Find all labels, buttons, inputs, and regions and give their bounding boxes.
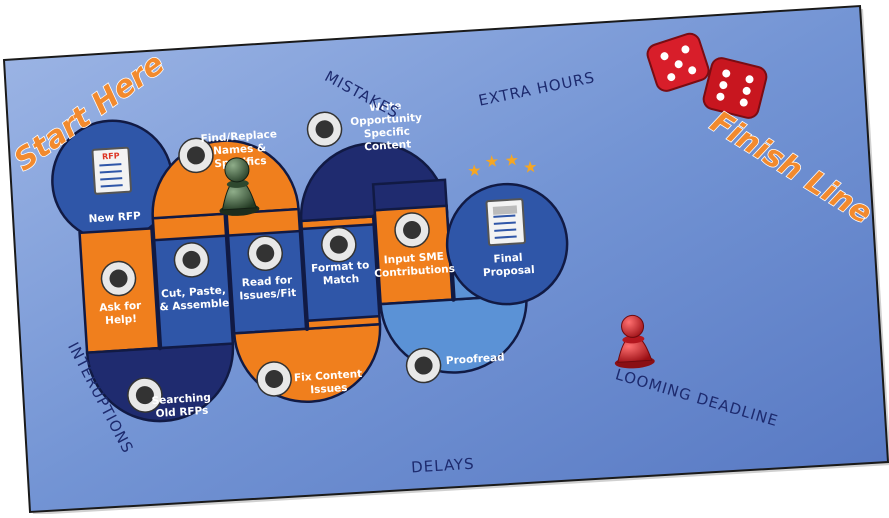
step-label: Format to	[311, 259, 370, 275]
step-label: Old RFPs	[155, 405, 208, 420]
step-label: Match	[323, 273, 360, 287]
inbox-download-icon	[394, 212, 430, 248]
step-label: Write	[369, 100, 402, 114]
step-label: Proofread	[446, 351, 505, 367]
star-icon: ★	[467, 161, 483, 181]
question-person-icon	[100, 260, 137, 297]
step-label: Proposal	[483, 264, 535, 279]
document-search-icon	[127, 377, 163, 413]
step-label: Final	[493, 252, 523, 266]
step-label: New RFP	[88, 210, 141, 225]
step-label: Searching	[151, 391, 211, 407]
step-label: Input SME	[383, 251, 444, 267]
step-label: Specific	[364, 125, 411, 140]
obstacle-delays: DELAYS	[411, 455, 476, 477]
green-pawn	[219, 157, 260, 216]
step-label: Ask for	[99, 300, 142, 315]
writing-hand-icon	[306, 111, 343, 148]
rfp-document-icon: RFP	[91, 146, 132, 195]
space-format	[300, 223, 381, 323]
step-label: Issues/Fit	[239, 287, 297, 303]
dice-icon	[646, 32, 768, 119]
star-icon: ★	[523, 157, 539, 177]
scissors-icon	[173, 242, 210, 278]
step-label: Content	[364, 138, 412, 153]
step-label: Cut, Paste,	[161, 284, 226, 300]
paintbrush-icon	[321, 226, 357, 263]
step-icons: RFP★★★★	[91, 111, 539, 413]
rfp-icon-text: RFP	[102, 151, 120, 161]
final-document-icon	[485, 198, 526, 247]
star-icon: ★	[504, 150, 520, 170]
step-label: Opportunity	[350, 112, 423, 128]
glasses-icon	[405, 347, 442, 384]
find-replace-icon	[178, 137, 214, 174]
wrench-icon	[256, 361, 292, 397]
step-label: Issues	[310, 382, 348, 396]
step-label: Find/Replace	[200, 128, 277, 145]
star-icon: ★	[484, 151, 500, 171]
step-label: Fix Content	[294, 368, 363, 384]
step-label: Help!	[105, 313, 138, 327]
clipboard-icon	[247, 235, 283, 272]
step-label: Names &	[213, 142, 267, 157]
red-pawn	[614, 314, 655, 369]
step-label: Read for	[241, 274, 293, 289]
step-label: & Assemble	[159, 297, 229, 313]
step-label: Contributions	[374, 263, 455, 280]
